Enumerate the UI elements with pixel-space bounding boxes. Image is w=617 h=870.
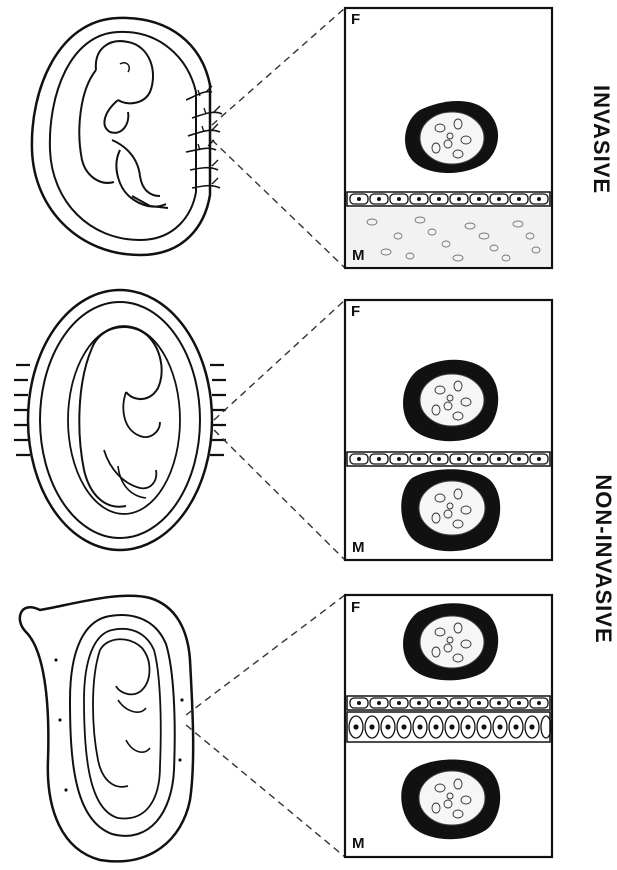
maternal-label: M — [352, 835, 365, 852]
fetal-label: F — [351, 599, 360, 616]
maternal-label: M — [352, 539, 365, 556]
tissue-panel-non-invasive-2: F M — [345, 595, 552, 857]
embryo-sac-non-invasive-1 — [14, 290, 226, 550]
non-invasive-label: NON-INVASIVE — [590, 434, 616, 684]
embryo-sac-non-invasive-2 — [20, 596, 193, 862]
maternal-label: M — [352, 247, 365, 264]
embryo-sac-invasive — [32, 18, 222, 255]
fetal-label: F — [351, 11, 360, 28]
maternal-blood — [347, 208, 550, 266]
tissue-panel-non-invasive-1: F M — [345, 300, 552, 560]
invasive-label: INVASIVE — [588, 85, 614, 185]
fetal-label: F — [351, 303, 360, 320]
tissue-panel-invasive: F M — [345, 8, 552, 268]
